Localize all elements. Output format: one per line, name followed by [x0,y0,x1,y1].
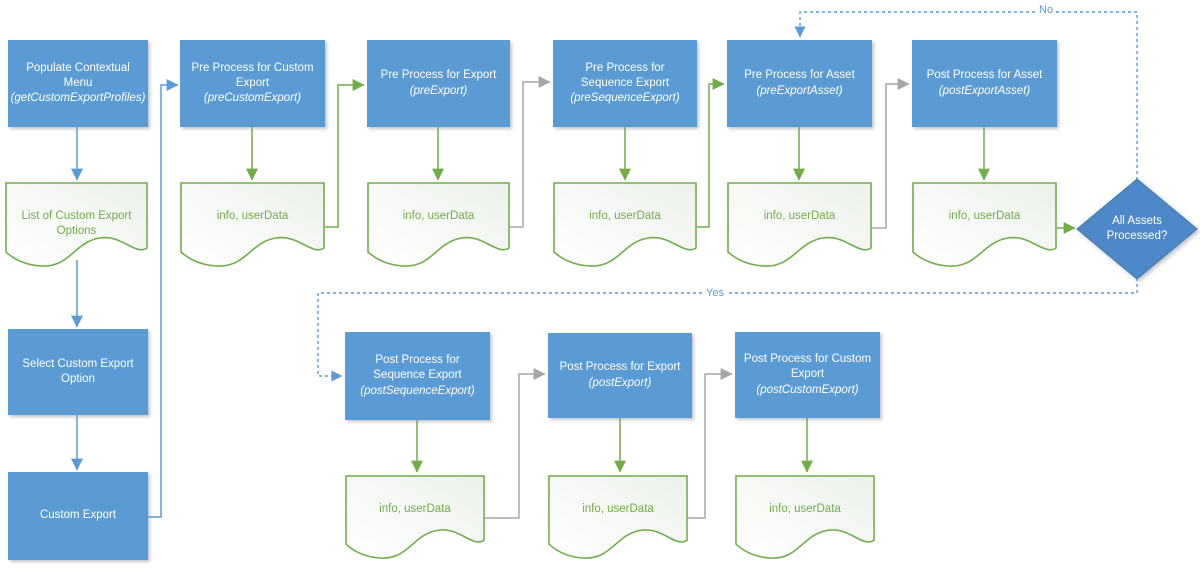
node-pre-process-asset: Pre Process for Asset (preExportAsset) [727,40,872,127]
document-info-userdata: info, userData [912,182,1057,268]
document-info-userdata: info, userData [345,475,485,560]
edge-doc-to-pre-sequence-export [510,76,551,228]
node-title: Post Process for Sequence Export [373,354,462,382]
node-custom-export: Custom Export [8,472,148,560]
node-function: (postCustomExport) [756,383,859,396]
edge-decision-yes-to-post-sequence-export [317,278,1138,382]
node-function: (preCustomExport) [203,92,302,105]
document-shape [345,475,485,559]
document-label: List of Custom Export Options [21,210,132,237]
document-info-userdata: info, userData [180,182,325,268]
node-populate-contextual-menu: Populate Contextual Menu (getCustomExpor… [8,40,148,127]
node-function: (postExport) [588,376,652,389]
document-label: info, userData [763,210,836,222]
edge-label-no: No [1037,4,1056,17]
document-label: info, userData [216,210,289,222]
node-pre-process-sequence-export: Pre Process for Sequence Export (preSequ… [553,40,697,127]
edge-doc-to-post-export-asset [872,78,910,229]
document-info-userdata: info, userData [548,475,688,560]
edge-doc-to-post-custom-export [688,368,733,519]
node-title: Pre Process for Custom Export [191,61,314,89]
document-label: info, userData [769,503,841,515]
node-title: Post Process for Asset [926,69,1043,82]
node-function: (preExportAsset) [756,84,843,97]
document-shape [553,182,697,267]
node-post-process-sequence-export: Post Process for Sequence Export (postSe… [345,332,490,420]
node-function: (postExportAsset) [938,84,1031,97]
node-pre-process-custom-export: Pre Process for Custom Export (preCustom… [180,40,325,127]
node-title: Post Process for Export [559,361,681,374]
node-title: Populate Contextual Menu [26,61,130,89]
node-function: (postSequenceExport) [360,384,475,397]
node-select-custom-export-option: Select Custom Export Option [8,329,148,415]
node-title: Post Process for Custom Export [743,353,872,381]
node-title: Pre Process for Asset [744,69,855,82]
document-label: info, userData [379,503,451,515]
node-pre-process-export: Pre Process for Export (preExport) [367,40,510,127]
edge-doc-to-post-export [485,368,546,519]
document-label: info, userData [948,210,1021,222]
document-shape [912,182,1057,267]
node-all-assets-processed: All Assets Processed? [1074,177,1200,281]
edge-decision-no-to-pre-export-asset [794,11,1138,180]
decision-shape [1076,178,1198,280]
document-info-userdata: info, userData [553,182,697,268]
edge-custom-export-to-pre-custom-export [148,79,179,518]
node-title: Pre Process for Sequence Export [580,61,670,89]
node-post-process-asset: Post Process for Asset (postExportAsset) [912,40,1057,127]
node-title: Select Custom Export Option [22,357,134,385]
document-info-userdata: info, userData [735,475,875,560]
edge-doc-to-pre-export-asset [697,78,725,228]
edge-doc-to-pre-export [325,79,365,228]
edge-label-yes: Yes [704,287,726,300]
document-shape [5,182,148,267]
document-info-userdata: info, userData [367,182,510,268]
node-post-process-custom-export: Post Process for Custom Export (postCust… [735,332,880,418]
document-label: info, userData [589,210,661,222]
document-label: info, userData [582,503,654,515]
document-shape [727,182,872,267]
document-shape [735,475,875,559]
node-function: (preExport) [409,84,468,97]
decision-label: All Assets Processed? [1106,215,1168,242]
document-shape [548,475,688,559]
node-post-process-export: Post Process for Export (postExport) [548,333,692,418]
document-info-userdata: info, userData [727,182,872,268]
node-function: (preSequenceExport) [570,92,680,105]
document-shape [180,182,325,267]
node-title: Custom Export [39,509,117,522]
document-label: info, userData [402,210,475,222]
document-shape [367,182,510,267]
node-list-custom-export-options: List of Custom Export Options [5,182,148,268]
node-title: Pre Process for Export [380,69,497,82]
node-function: (getCustomExportProfiles) [10,92,146,105]
